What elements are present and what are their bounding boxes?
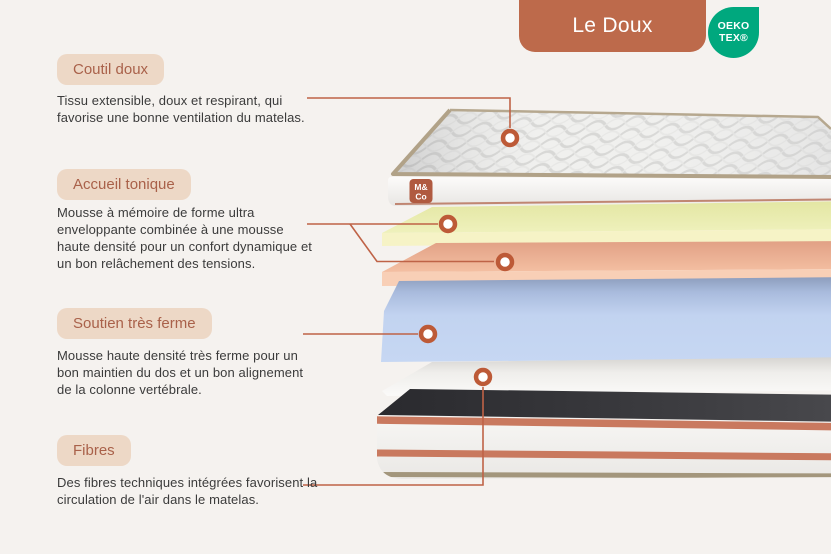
marker-dynamic-foam — [495, 252, 515, 272]
product-name-badge: Le Doux — [519, 0, 706, 52]
label-fibres-text: Fibres — [73, 442, 115, 459]
description-fibres: Des fibres techniques intégrées favorise… — [57, 475, 318, 507]
description-coutil-doux: Tissu extensible, doux et respirant, qui… — [57, 93, 305, 125]
marker-fiber-layer — [473, 367, 493, 387]
label-accueil-tonique-text: Accueil tonique — [73, 176, 175, 193]
leader-coutil-doux — [307, 97, 511, 128]
label-fibres: Fibres — [57, 435, 131, 466]
marker-high-density-foam — [418, 324, 438, 344]
brand-tag: M& Co — [409, 179, 433, 203]
label-soutien-tres-ferme-text: Soutien très ferme — [73, 315, 196, 332]
oeko-tex-badge: OEKO TEX® — [708, 7, 759, 58]
leader-fibres — [303, 387, 484, 486]
label-coutil-doux-text: Coutil doux — [73, 61, 149, 78]
leader-lines — [303, 97, 511, 486]
product-name-label: Le Doux — [572, 14, 653, 37]
oeko-tex-line2: TEX® — [719, 31, 748, 44]
oeko-tex-line1: OEKO — [717, 19, 750, 32]
layer-markers — [418, 128, 520, 387]
layer-high-density-foam — [381, 277, 831, 362]
leader-accueil-b — [349, 223, 494, 263]
description-accueil-tonique: Mousse à mémoire de forme ultra envelopp… — [57, 205, 312, 271]
layer-quilted-cover: M& Co — [388, 108, 831, 206]
label-accueil-tonique: Accueil tonique — [57, 169, 191, 200]
layer-firm-base — [377, 389, 831, 479]
marker-soft-foam — [438, 214, 458, 234]
brand-tag-line2: Co — [415, 192, 426, 202]
marker-quilted-cover — [500, 128, 520, 148]
brand-tag-line1: M& — [414, 182, 427, 192]
label-soutien-tres-ferme: Soutien très ferme — [57, 308, 212, 339]
layer-fiber — [382, 357, 831, 396]
label-coutil-doux: Coutil doux — [57, 54, 165, 85]
description-soutien-tres-ferme: Mousse haute densité très ferme pour un … — [57, 348, 304, 397]
